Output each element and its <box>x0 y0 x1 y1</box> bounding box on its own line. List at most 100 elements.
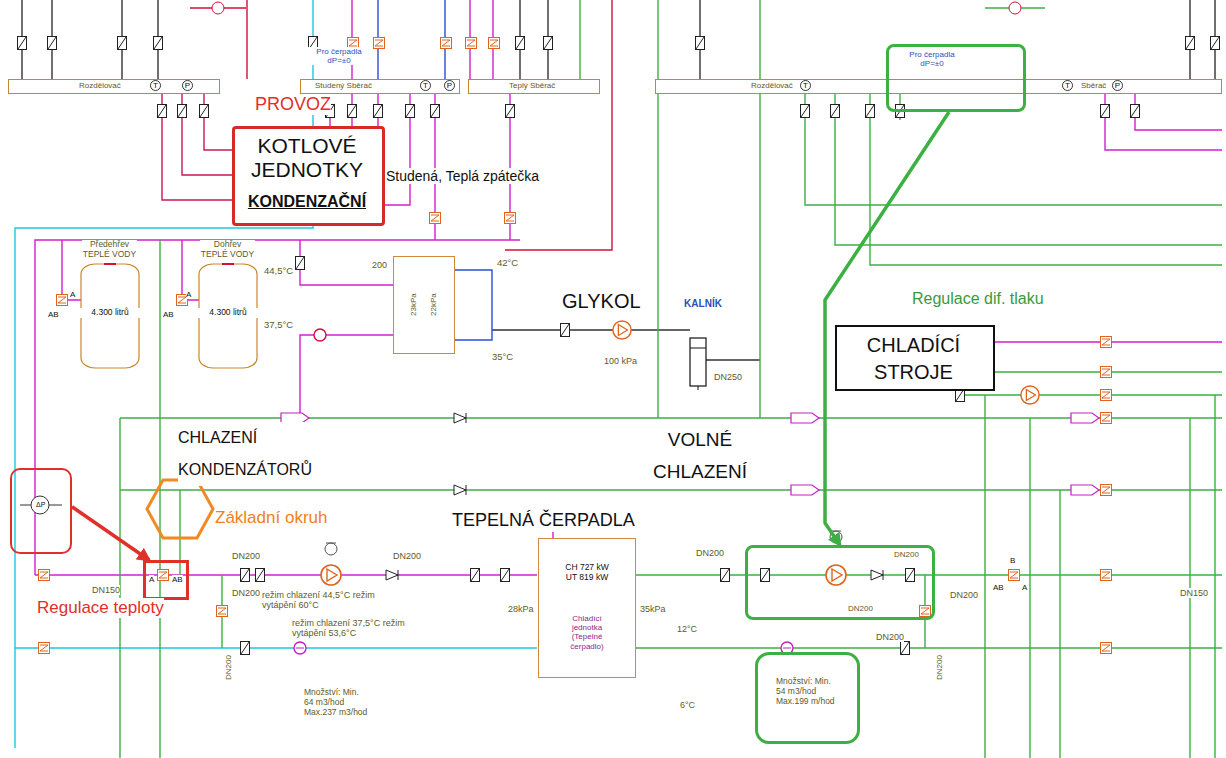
mode-note: režim chlazení 37,5°C režim vytápění 53,… <box>292 618 410 639</box>
node-label: DN200 <box>848 604 873 613</box>
motor-valve-symbol <box>1101 413 1112 424</box>
separator-body <box>690 348 706 390</box>
pipe-size: DN200 <box>935 648 944 688</box>
motor-valve-symbol <box>466 38 477 49</box>
port-letter: AB <box>48 310 59 319</box>
pipe <box>15 0 1222 758</box>
temperature-label: 6°C <box>680 700 695 710</box>
motor-valve-symbol <box>374 38 385 49</box>
temperature-label: 37,5°C <box>264 320 293 331</box>
temperature-label: 35°C <box>492 352 513 363</box>
pipe <box>120 0 1222 758</box>
node-label: CHLADÍCÍ STROJE <box>837 332 990 386</box>
valve-symbol <box>406 105 415 118</box>
pipe-size: DN200 <box>393 551 421 561</box>
valve-symbol <box>118 37 127 50</box>
pump-symbol <box>321 565 341 585</box>
section-title: PROVOZ <box>255 94 331 115</box>
sensor-letter: P <box>444 80 455 91</box>
motor-valve-symbol <box>441 38 452 49</box>
node-label: KOTLOVÉ JEDNOTKY <box>235 134 379 182</box>
highlight-box: AAB <box>143 560 189 600</box>
sensor-letter: P <box>1112 80 1123 91</box>
tank-mark <box>222 263 234 265</box>
motor-valve-symbol <box>1101 337 1112 348</box>
node-label: Studený Sběrač <box>315 81 372 90</box>
check-valve-symbol <box>454 413 466 423</box>
valve-symbol <box>761 569 770 582</box>
valve-symbol <box>501 569 510 582</box>
port-letter: AB <box>163 310 174 319</box>
pump-symbol <box>826 565 846 585</box>
flow-symbol <box>791 413 819 423</box>
valve-symbol <box>831 105 840 118</box>
valve-symbol <box>1101 105 1110 118</box>
pump-symbol <box>1021 386 1039 404</box>
node-label: CH 727 kW UT 819 kW <box>559 563 615 583</box>
motor-valve-symbol <box>1009 570 1020 581</box>
pipe <box>190 0 612 250</box>
motor-valve-symbol <box>489 38 500 49</box>
sensor-symbol <box>31 496 49 514</box>
mode-note: režim chlazení 44,5°C režim vytápění 60°… <box>262 590 380 611</box>
node-label: Chladící jednotka (Tepelné čerpadlo) <box>557 614 617 651</box>
valve-symbol <box>374 105 383 118</box>
flow-symbol <box>791 485 819 495</box>
motor-valve-symbol <box>39 643 50 654</box>
pressure-label: 35kPa <box>640 604 666 614</box>
manifold-bar: Teplý Sběrač <box>468 79 600 94</box>
tank-mark <box>104 263 116 265</box>
check-valve-symbol <box>454 485 466 495</box>
flow-symbol <box>281 413 1099 654</box>
section-title: Regulace teploty <box>37 598 164 618</box>
pump-symbol <box>314 329 326 341</box>
valve-symbol <box>544 37 553 50</box>
valve-symbol <box>1186 37 1195 50</box>
heat-pump-unit: CH 727 kW UT 819 kW Chladící jednotka (Te… <box>538 538 636 678</box>
node-label: 22kPa <box>429 270 438 340</box>
valve-symbol <box>901 642 910 655</box>
sensor-letter: T <box>150 80 161 91</box>
valve-symbol <box>471 569 480 582</box>
valve-symbol <box>1131 105 1140 118</box>
pressure-label: 200 <box>372 260 387 270</box>
valve-symbol <box>178 105 187 118</box>
section-title: TEPELNÁ ČERPADLA <box>452 510 635 531</box>
manifold-bar: RozdělovačSběrač <box>655 79 1222 94</box>
motor-valve-symbol <box>1101 643 1112 654</box>
node-label: Dohřev TEPLÉ VODY <box>200 240 255 260</box>
motor-valve-symbol <box>1101 485 1112 496</box>
node-label: KALNÍK <box>672 298 734 310</box>
node-label: Pro čerpadla dP=±0 <box>897 50 967 68</box>
pressure-label: 28kPa <box>508 604 534 614</box>
temperature-label: 42°C <box>497 258 518 269</box>
water-tank: Předehřev TEPLÉ VODY4.300 litrů <box>78 240 143 370</box>
valve-symbol <box>561 324 570 337</box>
pipe-note: Studená, Teplá zpátečka <box>386 168 539 184</box>
valve-symbol <box>431 105 440 118</box>
connector-arrow <box>72 507 149 560</box>
valve-symbol <box>696 37 705 50</box>
manifold-bar: Studený Sběrač <box>300 79 460 94</box>
tank-outline <box>199 264 257 368</box>
motor-valve-symbol <box>1101 570 1112 581</box>
hexagon-outline <box>147 480 213 538</box>
port-letter: A <box>70 290 75 299</box>
pipe-size: DN150 <box>92 585 120 595</box>
highlight-box: ΔP <box>10 468 72 554</box>
motor-valve-symbol <box>920 606 931 617</box>
node-label: ΔP <box>36 501 45 509</box>
node-label: 4.300 litrů <box>80 308 140 318</box>
valve-symbol <box>200 105 209 118</box>
valve-symbol <box>801 105 810 118</box>
section-title: CHLAZENÍ KONDENZÁTORŮ <box>178 422 338 486</box>
pressure-label: 100 kPa <box>604 356 637 366</box>
motor-valve-symbol <box>39 570 50 581</box>
temperature-label: 12°C <box>677 624 697 634</box>
sensor-symbol <box>1009 2 1021 14</box>
node-label: AB <box>172 575 183 584</box>
check-valve-symbol <box>871 570 883 580</box>
valve-symbol <box>154 37 163 50</box>
node-label: Sběrač <box>1081 81 1106 90</box>
motor-valve-symbol <box>57 295 68 306</box>
